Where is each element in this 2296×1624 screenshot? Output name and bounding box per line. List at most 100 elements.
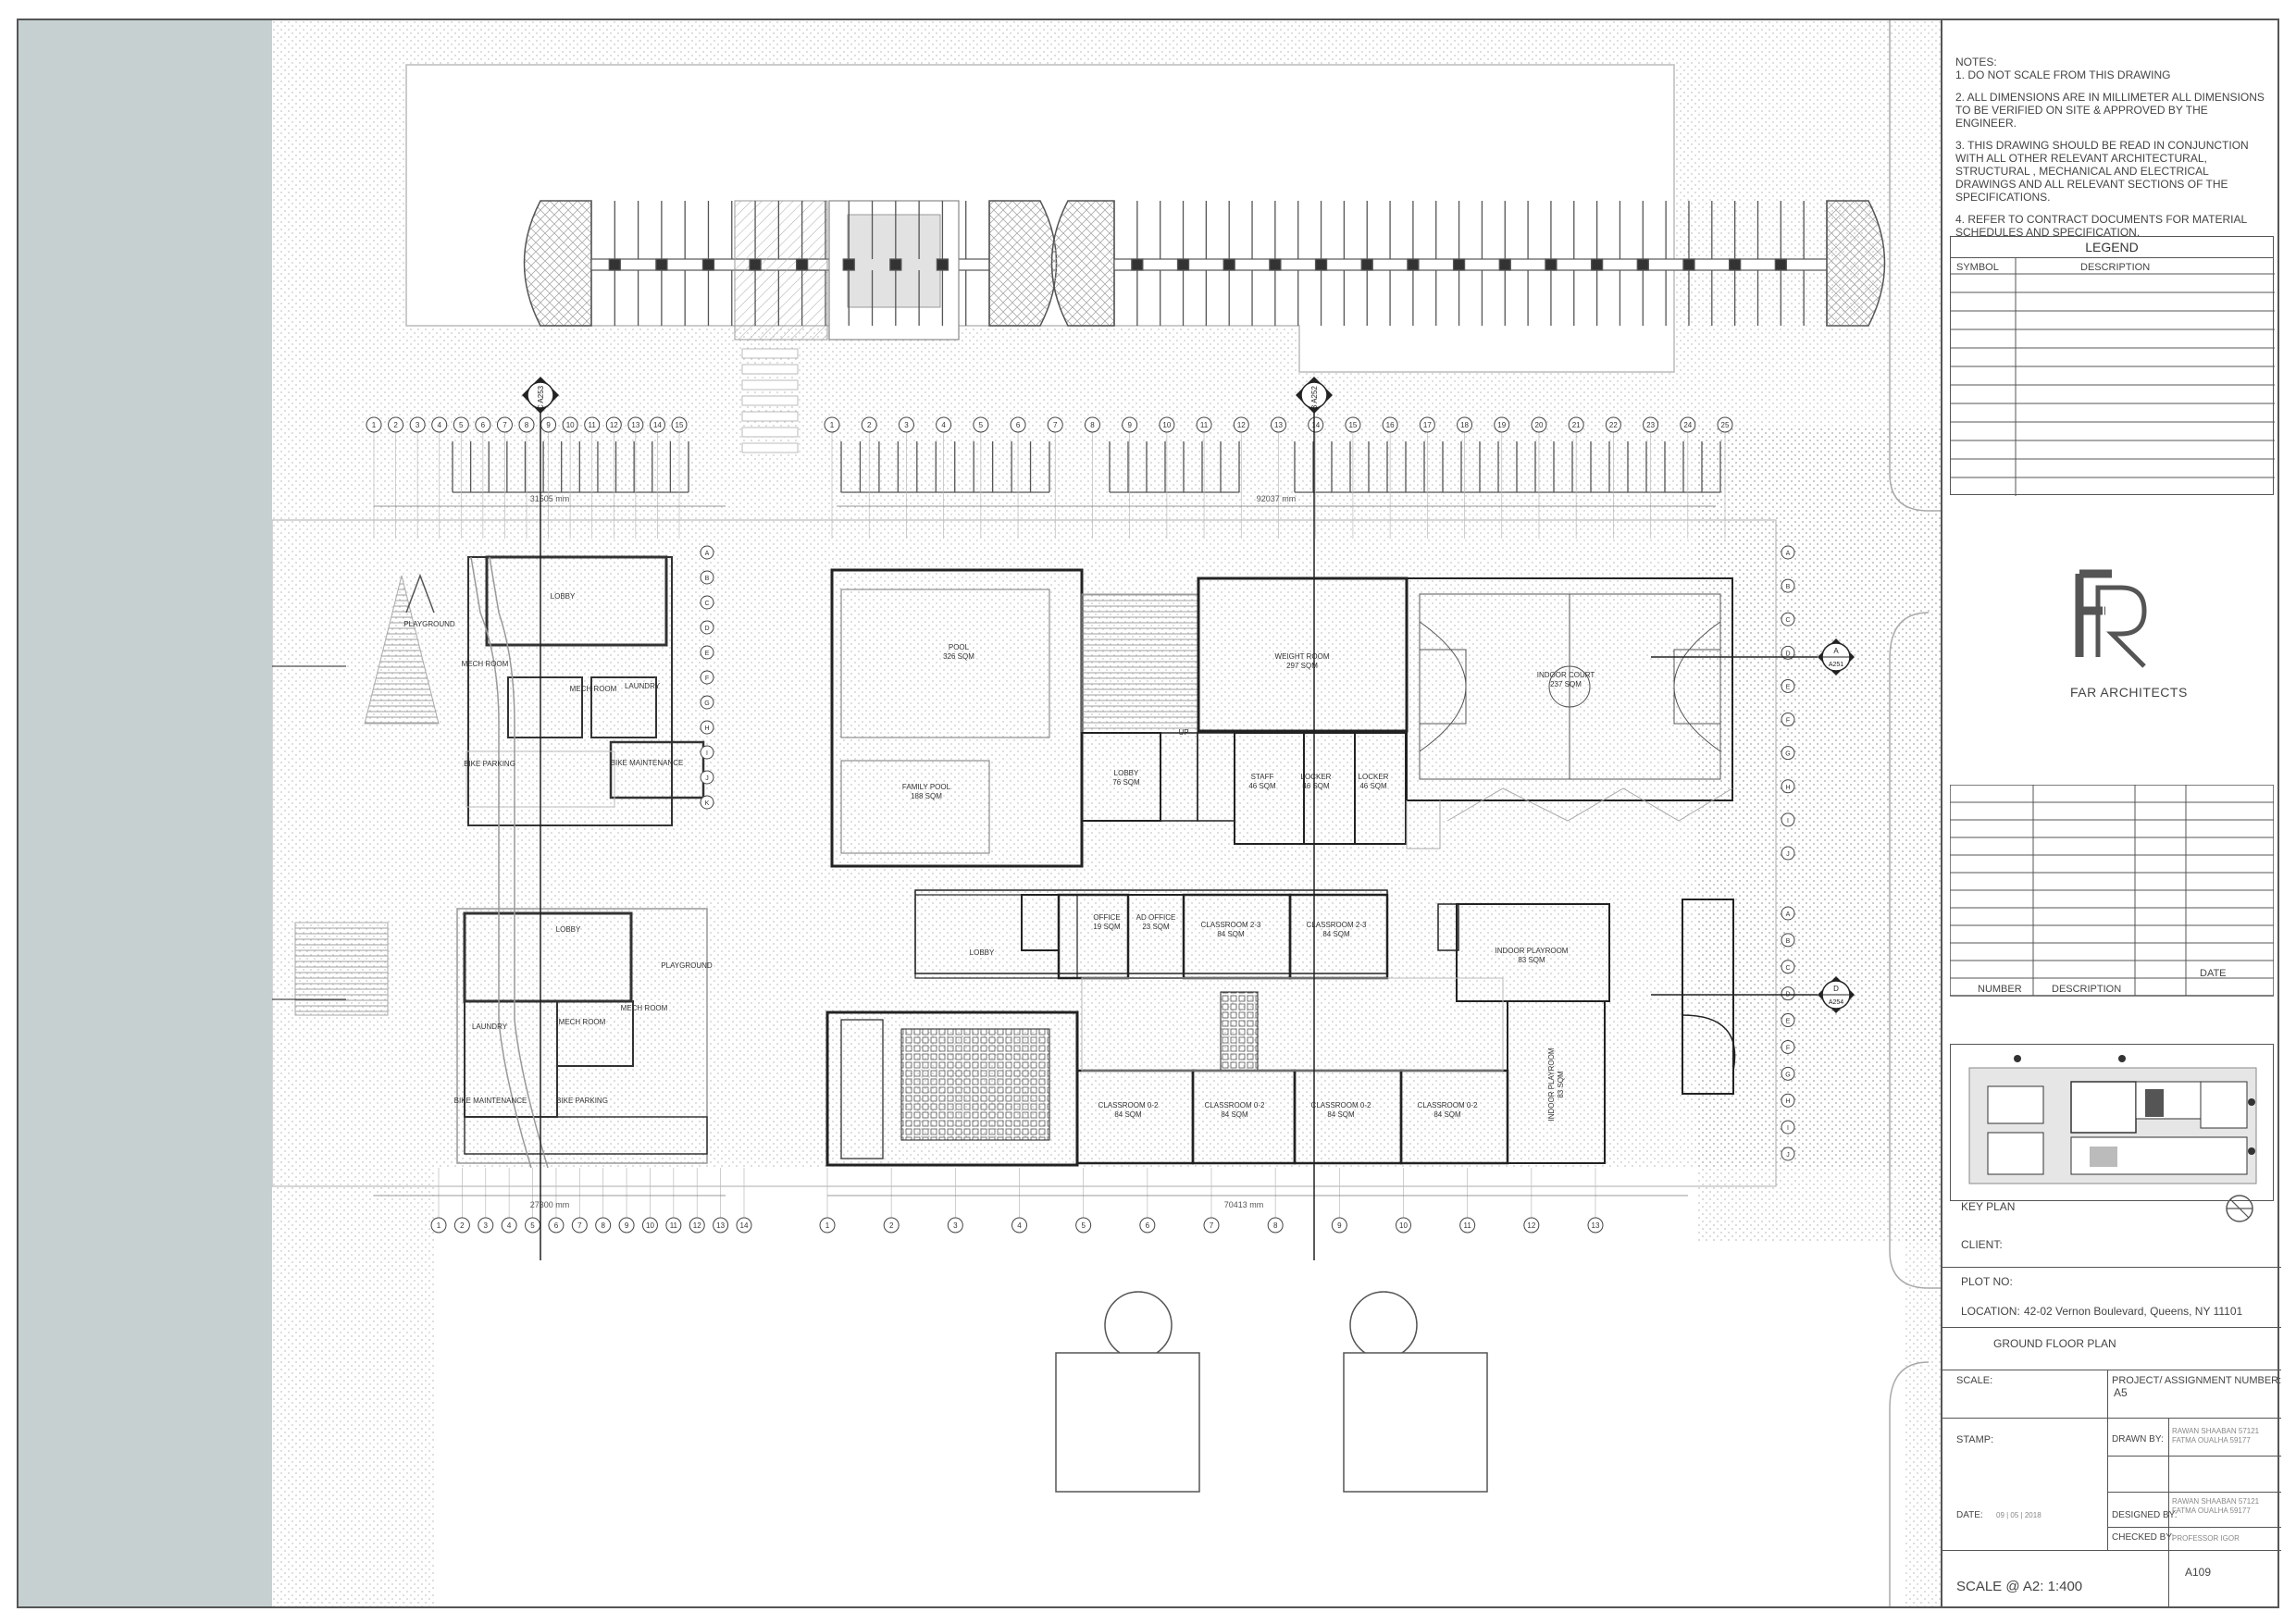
grid-bubble: J: [1781, 1147, 1795, 1161]
svg-text:15: 15: [676, 421, 684, 429]
room-classroom-a: CLASSROOM 2-3: [1201, 921, 1261, 929]
svg-text:14: 14: [740, 1221, 749, 1230]
grid-bubble: 4: [501, 1168, 517, 1233]
grid-bubble: 8: [595, 1168, 612, 1233]
project-number: A5: [2114, 1386, 2128, 1399]
grid-bubble: C: [1781, 612, 1795, 626]
date-value: 09 | 05 | 2018: [1996, 1511, 2042, 1519]
svg-text:8: 8: [601, 1221, 605, 1230]
room-classroom-b: CLASSROOM 2-3: [1307, 921, 1367, 929]
checked-by-label: CHECKED BY:: [2112, 1532, 2175, 1543]
svg-text:A: A: [1786, 911, 1791, 918]
roadway: [1889, 20, 1941, 1606]
room-mech-4: MECH ROOM: [621, 1004, 668, 1012]
room-playground-s: PLAYGROUND: [661, 961, 713, 970]
grid-bubble: J: [1781, 846, 1795, 861]
svg-text:4: 4: [437, 421, 441, 429]
key-plan-label: KEY PLAN: [1961, 1200, 2016, 1213]
grid-bubble: 8: [1267, 1168, 1284, 1233]
room-indoor-court: INDOOR COURT: [1537, 671, 1595, 679]
grid-bubble: 9: [540, 416, 557, 539]
rev-description-header: DESCRIPTION: [2052, 984, 2122, 995]
room-indoor-court-area: 237 SQM: [1550, 680, 1582, 688]
room-weight-area: 297 SQM: [1286, 662, 1318, 670]
svg-text:2: 2: [867, 421, 872, 429]
grid-bubble: 4: [1011, 1168, 1027, 1233]
svg-text:I: I: [706, 750, 708, 757]
svg-text:E: E: [1786, 1019, 1791, 1025]
title-block: NOTES: 1. DO NOT SCALE FROM THIS DRAWING…: [1941, 19, 2282, 1608]
grid-bubble: 13: [713, 1168, 729, 1233]
svg-text:10: 10: [566, 421, 575, 429]
room-locker-2-area: 46 SQM: [1359, 782, 1387, 790]
svg-text:K: K: [705, 800, 710, 807]
parking-stalls: [590, 201, 1828, 326]
room-indoor-playroom-1: INDOOR PLAYROOM: [1496, 947, 1569, 955]
room-family-pool-area: 188 SQM: [911, 792, 942, 800]
project-label: PROJECT/ ASSIGNMENT NUMBER:: [2112, 1375, 2282, 1386]
grid-bubble: 3: [478, 1168, 494, 1233]
svg-text:20: 20: [1535, 421, 1544, 429]
svg-text:1: 1: [372, 421, 377, 429]
grid-bubble: C: [700, 595, 714, 610]
room-office-area: 19 SQM: [1093, 923, 1121, 931]
dimension-lines: [374, 505, 1716, 1196]
grid-bubble: 14: [649, 416, 665, 539]
svg-text:4: 4: [1017, 1221, 1022, 1230]
svg-text:10: 10: [1399, 1221, 1408, 1230]
grid-bubble: B: [700, 570, 714, 585]
grid-bubble: D: [700, 620, 714, 635]
grid-bubble: 6: [548, 1168, 565, 1233]
grid-bubble: D: [1781, 645, 1795, 660]
sheet-number: A109: [2185, 1566, 2212, 1579]
svg-text:11: 11: [589, 421, 597, 429]
room-family-pool: FAMILY POOL: [902, 783, 951, 791]
client-label: CLIENT:: [1961, 1238, 2003, 1251]
grid-bubble: 18: [1457, 416, 1473, 539]
svg-text:E: E: [705, 651, 710, 657]
svg-text:6: 6: [554, 1221, 559, 1230]
school-block: [825, 889, 1736, 1167]
svg-text:E: E: [1786, 684, 1791, 690]
svg-text:8: 8: [1273, 1221, 1278, 1230]
grid-bubble: I: [1781, 812, 1795, 827]
room-classroom-b-area: 84 SQM: [1322, 930, 1350, 938]
drawn-by-label: DRAWN BY:: [2112, 1434, 2164, 1444]
rev-number-header: NUMBER: [1978, 984, 2022, 995]
grid-bubble: J: [700, 770, 714, 785]
svg-text:8: 8: [525, 421, 529, 429]
room-indoor-playroom-1-area: 83 SQM: [1518, 956, 1545, 964]
room-classroom-e: CLASSROOM 0-2: [1311, 1101, 1371, 1110]
svg-text:9: 9: [1337, 1221, 1342, 1230]
grid-bubble: H: [1781, 1093, 1795, 1108]
building-outline: [272, 519, 1777, 1187]
svg-text:5: 5: [530, 1221, 535, 1230]
grid-bubble: 16: [1382, 416, 1398, 539]
room-laundry-s: LAUNDRY: [472, 1023, 508, 1031]
svg-text:F: F: [705, 676, 709, 682]
svg-text:4: 4: [507, 1221, 512, 1230]
grid-bubble: 11: [1196, 416, 1212, 539]
room-staff-area: 46 SQM: [1248, 782, 1276, 790]
revision-grid: [1949, 784, 2275, 997]
plot-label: PLOT NO:: [1961, 1275, 2013, 1288]
svg-text:13: 13: [1274, 421, 1283, 429]
stair-up-label: UP: [1178, 728, 1188, 737]
grid-bubble: A: [1781, 545, 1795, 560]
svg-text:C: C: [704, 601, 709, 607]
grid-bubble: 14: [736, 1168, 752, 1233]
drawing-title: GROUND FLOOR PLAN: [1993, 1337, 2116, 1350]
svg-text:B: B: [705, 576, 710, 582]
room-locker-1-area: 46 SQM: [1302, 782, 1330, 790]
room-bike-maint-n: BIKE MAINTENANCE: [611, 759, 684, 767]
room-bike-parking-n: BIKE PARKING: [464, 760, 515, 768]
grid-bubble: 17: [1419, 416, 1435, 539]
room-classroom-c-area: 84 SQM: [1114, 1110, 1142, 1119]
grid-bubble: 7: [571, 1168, 588, 1233]
svg-text:12: 12: [1237, 421, 1246, 429]
room-classroom-d-area: 84 SQM: [1221, 1110, 1248, 1119]
location-value: 42-02 Vernon Boulevard, Queens, NY 11101: [2024, 1305, 2243, 1318]
grid-bubble: 1: [819, 1168, 836, 1233]
